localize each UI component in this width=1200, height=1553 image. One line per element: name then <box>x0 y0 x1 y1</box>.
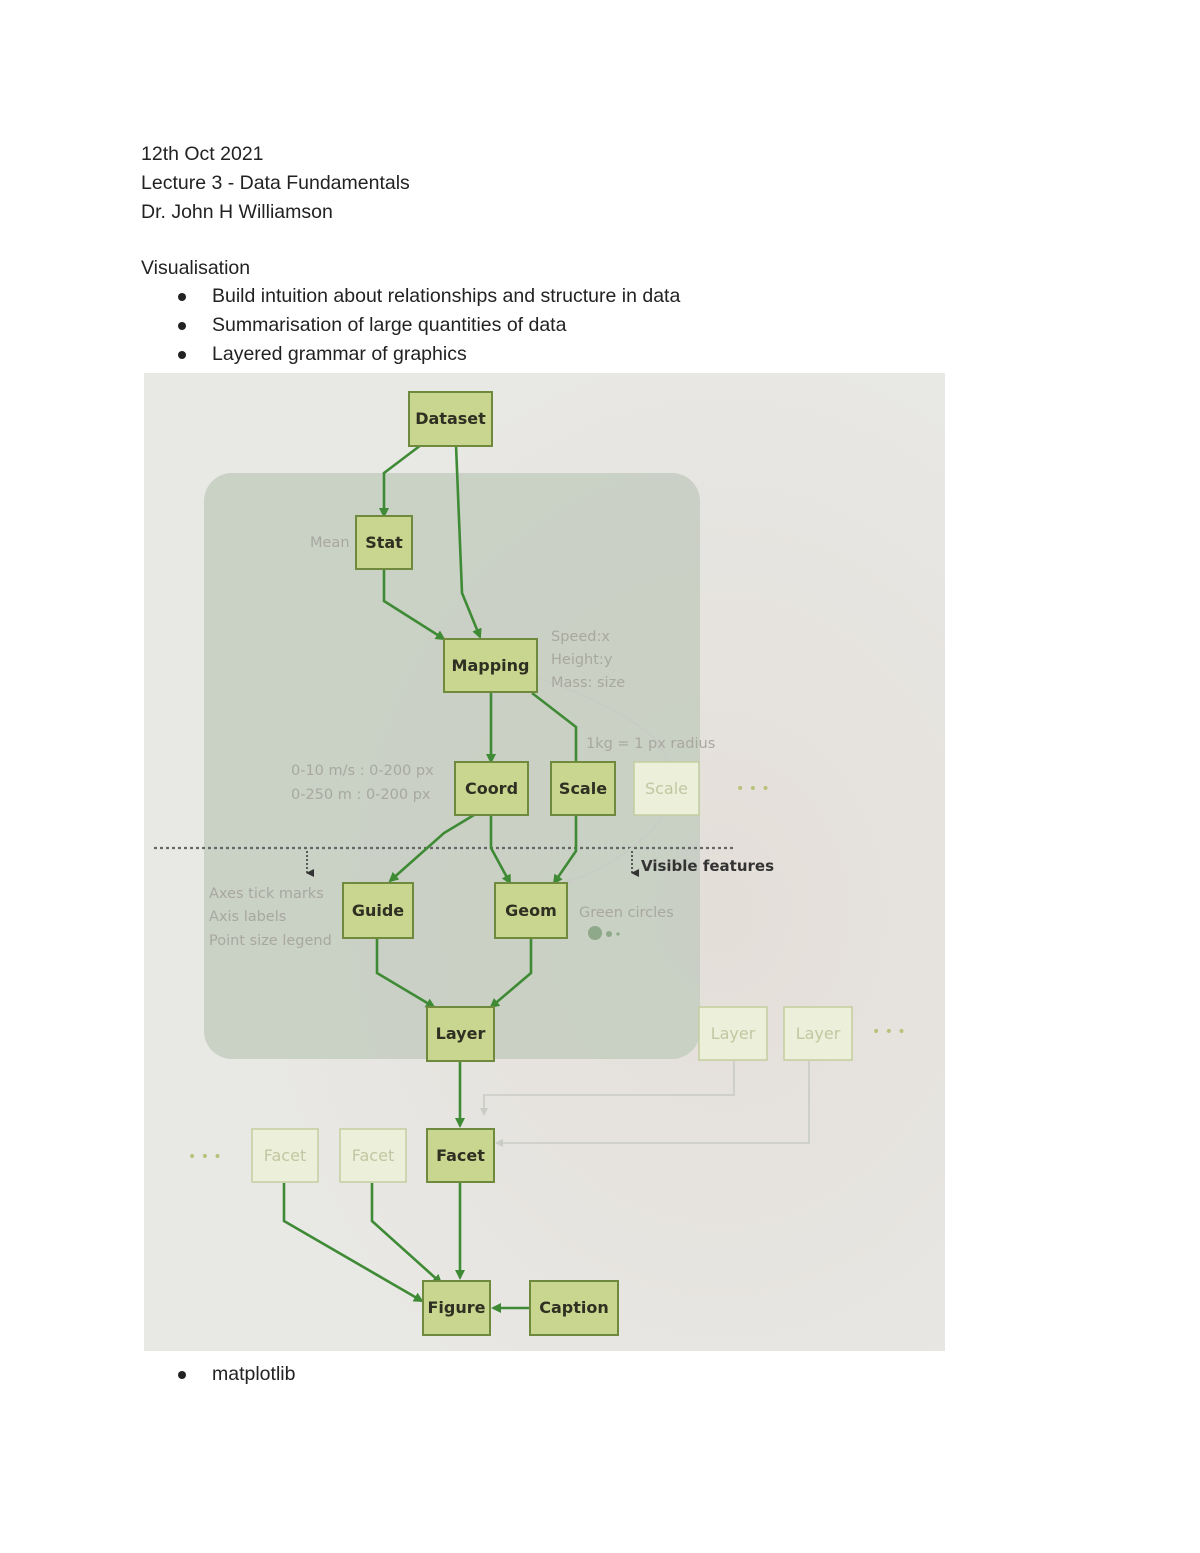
note-scale: 1kg = 1 px radius <box>586 736 715 752</box>
node-scale-faded <box>633 761 700 816</box>
node-geom <box>494 882 568 939</box>
legend-circle-small <box>616 932 620 936</box>
node-guide-label: Guide <box>352 901 404 920</box>
bullet-list: Build intuition about relationships and … <box>141 282 680 369</box>
legend-circle-large <box>588 926 602 940</box>
node-facet-faded-2-label: Facet <box>352 1146 394 1165</box>
note-visible-features: Visible features <box>641 857 774 875</box>
note-green-circles: Green circles <box>579 905 674 921</box>
edge-guide-layer <box>375 938 436 1009</box>
bullet-item: Layered grammar of graphics <box>141 340 680 369</box>
note-axes-ticks: Axes tick marks <box>209 886 324 902</box>
node-layer-faded-1 <box>698 1006 768 1061</box>
edge-faded-layer-2 <box>495 1061 810 1147</box>
edge-faded-layer-1 <box>480 1061 735 1116</box>
node-layer-faded-2-label: Layer <box>796 1024 841 1043</box>
node-figure <box>422 1280 491 1336</box>
node-figure-label: Figure <box>428 1298 486 1317</box>
author-line: Dr. John H Williamson <box>141 201 333 223</box>
ellipsis-facet: • • • <box>188 1149 222 1165</box>
node-layer <box>426 1006 495 1062</box>
note-axis-labels: Axis labels <box>209 909 286 925</box>
node-layer-faded-1-label: Layer <box>711 1024 756 1043</box>
note-mean: Mean <box>310 535 350 551</box>
bullet-item: matplotlib <box>141 1360 295 1389</box>
node-coord-label: Coord <box>465 779 518 798</box>
node-facet-faded-1 <box>251 1128 319 1183</box>
edge-mapping-scale <box>531 691 578 762</box>
edge-coord-guide <box>388 813 475 883</box>
edge-dataset-stat <box>379 443 422 518</box>
layer-panel <box>204 473 700 1059</box>
ellipsis-layer: • • • <box>872 1024 906 1040</box>
bullet-item: Build intuition about relationships and … <box>141 282 680 311</box>
node-dataset <box>408 391 493 447</box>
edge-facet-faded2-figure <box>370 1183 443 1285</box>
note-point-size-legend: Point size legend <box>209 933 332 949</box>
node-layer-faded-2 <box>783 1006 853 1061</box>
node-caption <box>529 1280 619 1336</box>
note-mass: Mass: size <box>551 675 625 691</box>
node-guide <box>342 882 414 939</box>
node-mapping-label: Mapping <box>452 656 530 675</box>
note-speed: Speed:x <box>551 629 610 645</box>
legend-circle-medium <box>606 931 612 937</box>
node-scale <box>550 761 616 816</box>
node-scale-faded-label: Scale <box>645 779 688 798</box>
edge-dataset-mapping <box>454 444 482 639</box>
node-stat-label: Stat <box>365 533 403 552</box>
node-facet-faded-2 <box>339 1128 407 1183</box>
bullet-item: Summarisation of large quantities of dat… <box>141 311 680 340</box>
node-scale-label: Scale <box>559 779 607 798</box>
node-dataset-label: Dataset <box>415 409 486 428</box>
node-layer-label: Layer <box>436 1024 486 1043</box>
node-mapping <box>443 638 538 693</box>
edge-facet-faded1-figure <box>282 1183 424 1303</box>
edge-geom-layer <box>489 938 533 1009</box>
grammar-of-graphics-diagram: Dataset Stat Mapping Coord Scale Scale •… <box>144 373 945 1351</box>
node-geom-label: Geom <box>505 901 557 920</box>
node-facet-label: Facet <box>436 1146 485 1165</box>
node-facet-faded-1-label: Facet <box>264 1146 306 1165</box>
edge-stat-mapping <box>382 569 446 641</box>
note-coord-height: 0-250 m : 0-200 px <box>291 787 431 803</box>
edge-coord-geom <box>489 815 512 885</box>
lecture-title: Lecture 3 - Data Fundamentals <box>141 172 410 194</box>
section-heading: Visualisation <box>141 257 251 279</box>
edge-scale-geom <box>552 815 578 885</box>
date-line: 12th Oct 2021 <box>141 143 264 165</box>
ellipsis-scale: • • • <box>736 781 770 797</box>
node-facet <box>426 1128 495 1183</box>
node-caption-label: Caption <box>539 1298 609 1317</box>
note-height: Height:y <box>551 652 613 668</box>
note-coord-speed: 0-10 m/s : 0-200 px <box>291 763 434 779</box>
node-stat <box>355 515 413 570</box>
node-coord <box>454 761 529 816</box>
bullet-list-after-figure: matplotlib <box>141 1360 295 1389</box>
